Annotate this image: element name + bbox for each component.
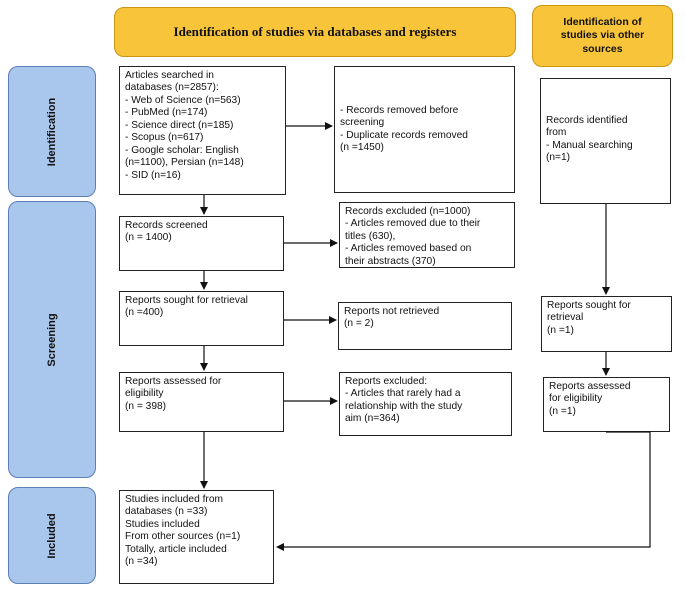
box-text-line: (n = 1400)	[125, 232, 172, 244]
box-text-line: - Scopus (n=617)	[125, 132, 204, 144]
box-text-line: Reports excluded:	[345, 376, 428, 387]
box-text-line: screening	[340, 117, 385, 129]
box-text-line: for eligibility	[549, 393, 603, 405]
box-reports-excluded: Reports excluded: - Articles that rarely…	[339, 372, 512, 436]
box-text-line: Studies included from	[125, 494, 223, 505]
box-text-line: (n=1)	[546, 152, 571, 164]
phase-screening: Screening	[8, 201, 96, 478]
box-databases-searched: Articles searched in databases (n=2857):…	[119, 66, 286, 195]
box-reports-assessed: Reports assessed for eligibility (n = 39…	[119, 372, 284, 432]
box-text-line: (n =1)	[547, 324, 574, 336]
box-text-line: - Manual searching	[546, 139, 633, 151]
box-text-line: (n =400)	[125, 307, 164, 319]
box-text-line: (n=1100), Persian (n=148)	[125, 157, 244, 169]
arrow-other-to-included	[276, 431, 651, 551]
box-text-line: - Google scholar: English	[125, 144, 239, 156]
box-text-line: - Articles that rarely had a	[345, 388, 461, 400]
box-text-line: - PubMed (n=174)	[125, 107, 208, 119]
box-text-line: retrieval	[547, 312, 584, 324]
box-other-records-identified: Records identified from - Manual searchi…	[540, 78, 671, 204]
header-databases-text: Identification of studies via databases …	[173, 24, 457, 39]
phase-identification: Identification	[8, 66, 96, 197]
box-text-line: relationship with the study	[345, 400, 463, 412]
box-reports-sought: Reports sought for retrieval (n =400)	[119, 291, 284, 346]
box-text-line: Reports assessed	[549, 381, 631, 392]
box-text-line: Records screened	[125, 220, 208, 231]
header-other-line: Identification of	[563, 16, 642, 29]
box-text-line: - Science direct (n=185)	[125, 119, 234, 131]
box-text-line: Reports sought for retrieval	[125, 295, 248, 306]
box-text-line: Records excluded (n=1000)	[345, 206, 471, 217]
box-text-line: databases (n =33)	[125, 506, 208, 518]
box-text-line: - Records removed before	[340, 105, 459, 116]
box-other-reports-assessed: Reports assessed for eligibility (n =1)	[543, 377, 670, 432]
box-text-line: - Articles removed due to their	[345, 218, 481, 230]
box-records-removed: - Records removed before screening - Dup…	[334, 66, 515, 193]
box-text-line: Records identified	[546, 115, 628, 126]
box-text-line: (n = 398)	[125, 400, 167, 412]
box-text-line: from	[546, 127, 567, 139]
box-text-line: Articles searched in	[125, 70, 214, 81]
box-text-line: databases (n=2857):	[125, 82, 219, 94]
box-text-line: - SID (n=16)	[125, 169, 181, 181]
box-text-line: Studies included	[125, 518, 200, 530]
box-text-line: their abstracts (370)	[345, 255, 436, 267]
box-records-excluded: Records excluded (n=1000) - Articles rem…	[339, 202, 515, 268]
box-text-line: Totally, article included	[125, 543, 227, 555]
box-text-line: From other sources (n=1)	[125, 531, 241, 543]
box-text-line: Reports assessed for	[125, 376, 222, 387]
box-text-line: titles (630),	[345, 230, 396, 242]
box-text-line: (n =34)	[125, 556, 158, 568]
box-text-line: - Duplicate records removed	[340, 129, 468, 141]
header-other-line: sources	[582, 42, 623, 55]
box-text-line: (n = 2)	[344, 318, 374, 330]
box-text-line: Reports sought for	[547, 300, 631, 311]
phase-included: Included	[8, 487, 96, 584]
box-other-reports-sought: Reports sought for retrieval (n =1)	[541, 296, 672, 352]
box-text-line: (n =1450)	[340, 142, 384, 154]
box-text-line: (n =1)	[549, 405, 576, 417]
header-other-line: studies via other	[560, 29, 645, 42]
box-records-screened: Records screened (n = 1400)	[119, 216, 284, 271]
box-text-line: aim (n=364)	[345, 413, 400, 425]
box-text-line: - Articles removed based on	[345, 243, 472, 255]
box-text-line: eligibility	[125, 388, 164, 400]
box-reports-not-retrieved: Reports not retrieved (n = 2)	[338, 302, 512, 350]
header-databases: Identification of studies via databases …	[114, 7, 516, 57]
header-other-sources: Identification of studies via other sour…	[532, 5, 673, 67]
box-studies-included: Studies included from databases (n =33) …	[119, 490, 274, 584]
box-text-line: Reports not retrieved	[344, 306, 440, 317]
box-text-line: - Web of Science (n=563)	[125, 94, 241, 106]
